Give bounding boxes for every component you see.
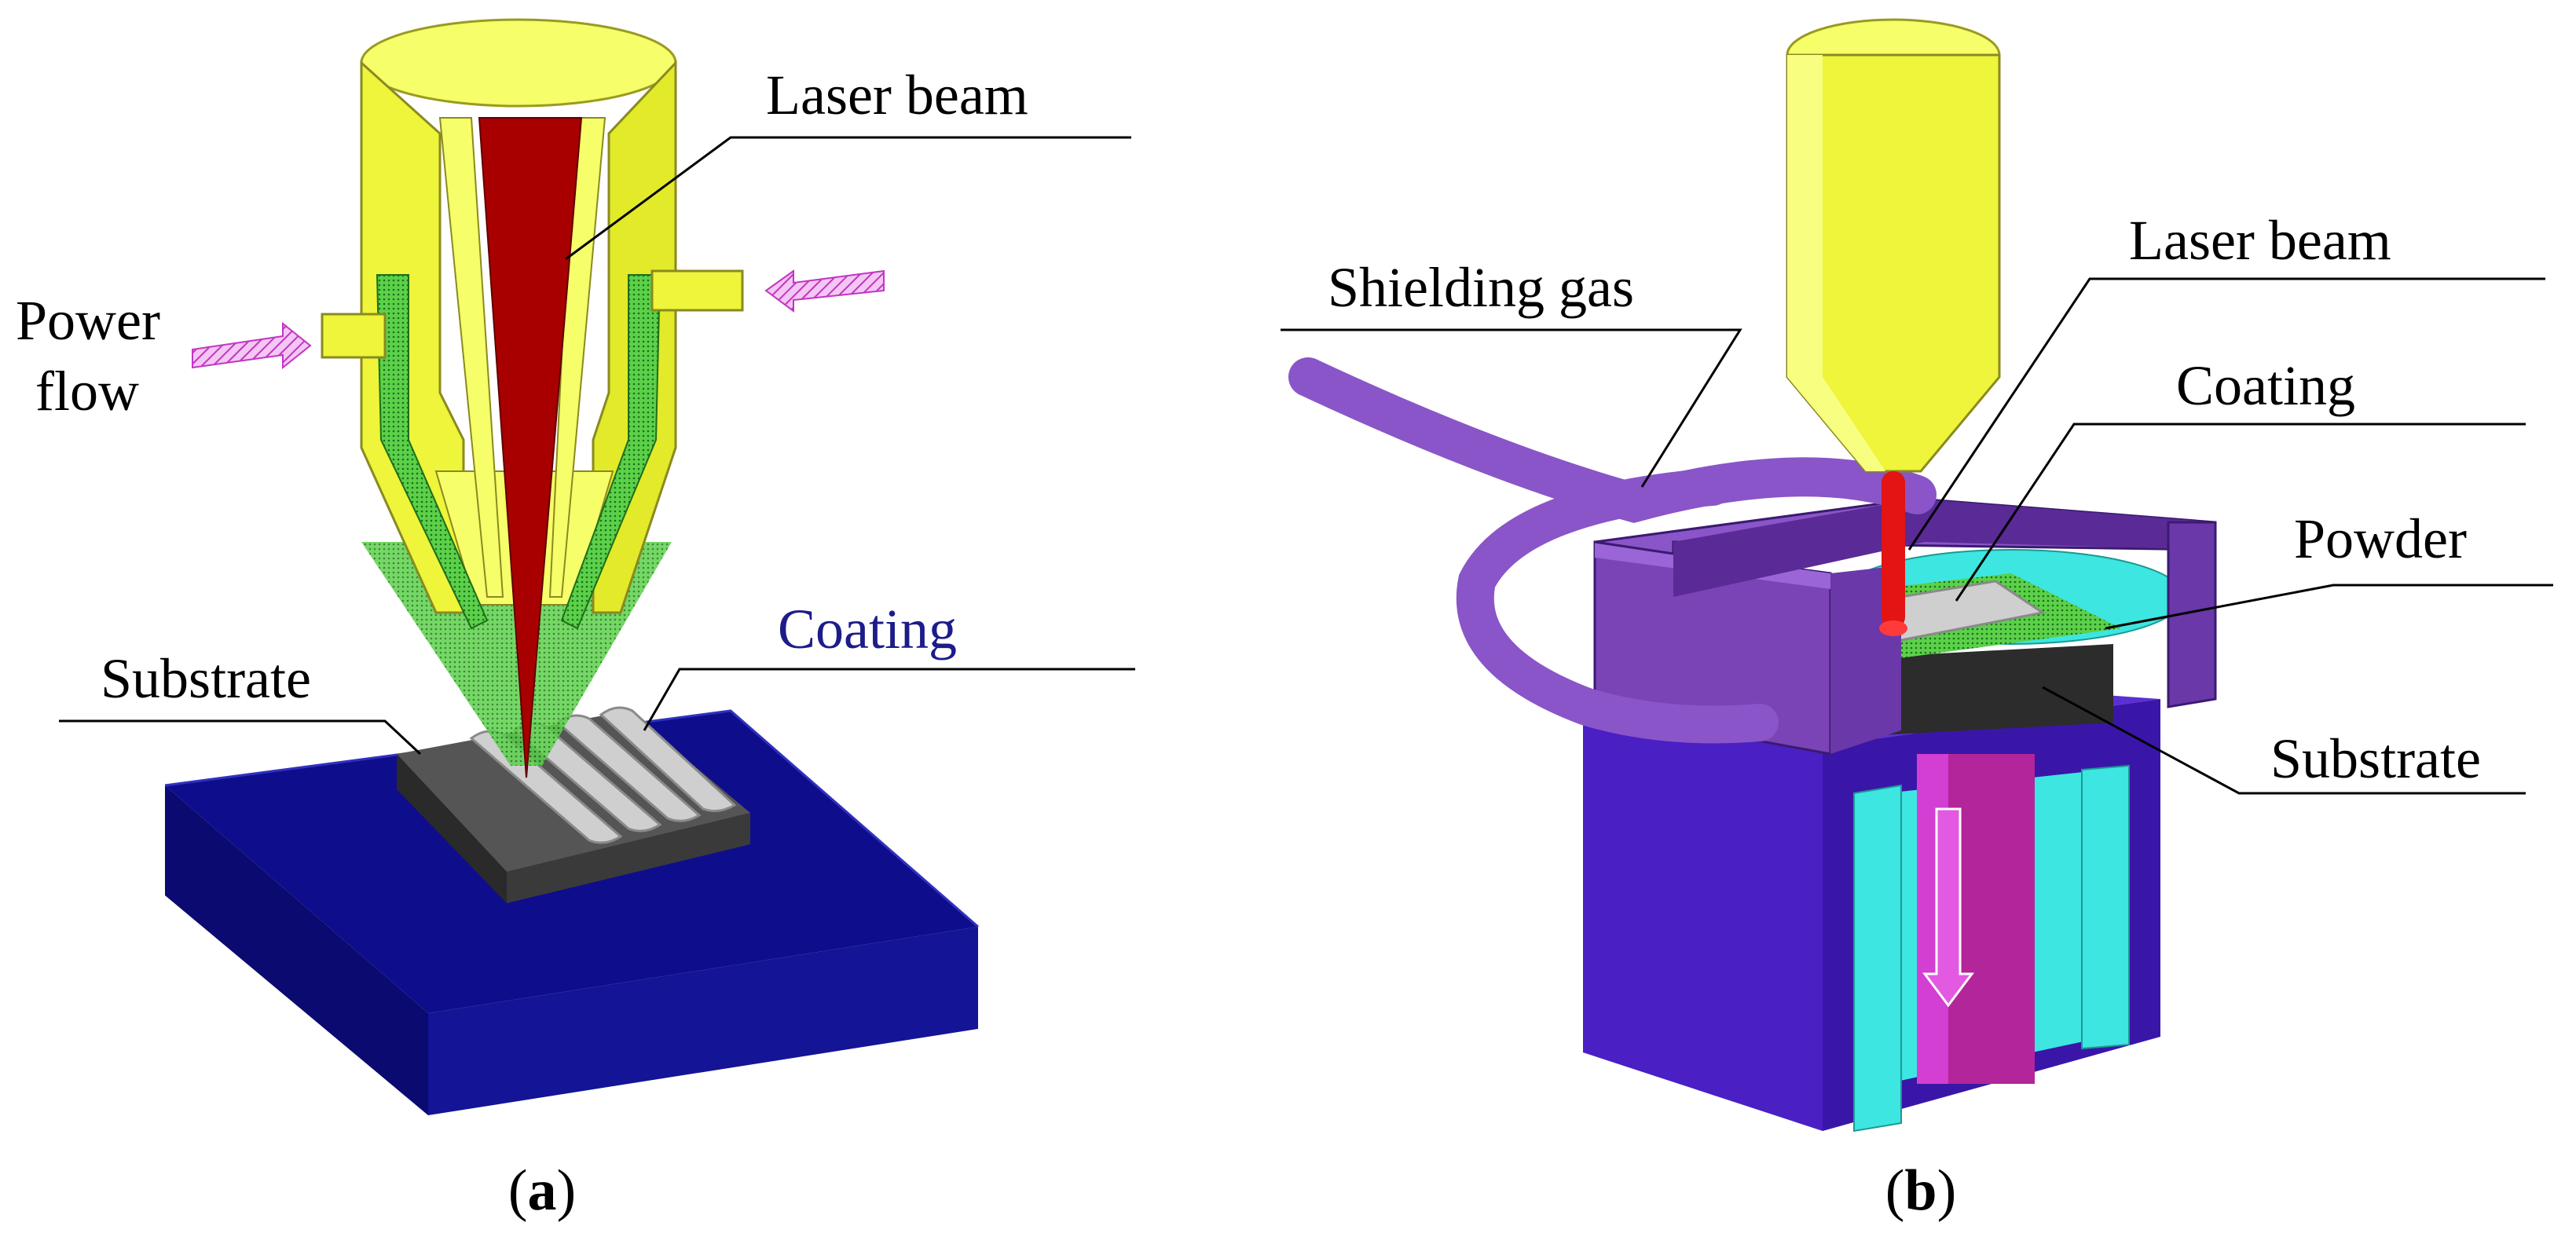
laser-beam-cone: [478, 117, 583, 778]
leader-coating-a: [643, 668, 1135, 731]
panel-a-illustration: Laser beam Power flow Coating Substrate …: [16, 18, 1135, 1223]
leader-powder: [2105, 584, 2553, 630]
caption-b: (b): [1885, 1158, 1956, 1223]
leader-laser-beam-b: [1907, 277, 2545, 551]
leader-laser-beam-a: [565, 136, 1131, 261]
power-flow-arrow-left: [192, 321, 312, 370]
label-coating-a: Coating: [778, 598, 957, 661]
leader-shielding-gas: [1281, 328, 1742, 488]
shielding-gas-ring: [1456, 468, 1779, 744]
laser-head: [1786, 18, 2001, 473]
leader-substrate-a: [59, 719, 422, 756]
label-power-flow-line2: flow: [35, 360, 139, 423]
label-power-flow-line1: Power: [16, 289, 160, 352]
label-coating-b: Coating: [2176, 354, 2355, 417]
label-shielding-gas: Shielding gas: [1328, 256, 1634, 319]
label-substrate-a: Substrate: [101, 647, 311, 710]
leader-substrate-b: [2042, 686, 2526, 795]
label-powder: Powder: [2294, 507, 2467, 570]
label-laser-beam-b: Laser beam: [2129, 209, 2391, 272]
panel-b-illustration: Shielding gas Laser beam Coating Powder …: [1281, 18, 2553, 1223]
piston: [1917, 754, 2035, 1084]
substrate-lowering-arrow: [1922, 807, 1974, 1008]
caption-a: (a): [508, 1158, 576, 1223]
power-flow-arrow-right: [764, 269, 885, 313]
label-laser-beam-a: Laser beam: [766, 64, 1028, 126]
laser-beam-rod: [1882, 471, 1905, 628]
coaxial-nozzle: [321, 18, 744, 630]
label-substrate-b: Substrate: [2270, 727, 2481, 790]
laser-spot: [1879, 620, 1907, 636]
leader-coating-b: [1955, 423, 2526, 602]
